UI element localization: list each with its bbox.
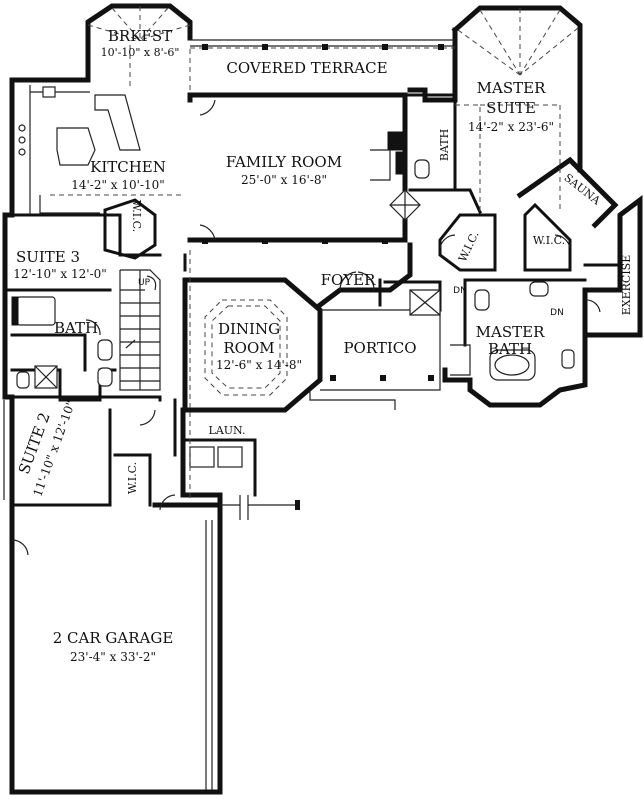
- dining-label-2: ROOM: [223, 339, 274, 357]
- exterior-walls: [2, 3, 643, 795]
- dn-right-label: DN: [550, 308, 564, 318]
- bath-suite-label: BATH: [54, 319, 98, 337]
- garage-dims: 23'-4" x 33'-2": [70, 650, 156, 664]
- doors: [11, 99, 601, 556]
- family-room-label: FAMILY ROOM: [226, 153, 342, 171]
- family-room-dims: 25'-0" x 16'-8": [241, 173, 327, 187]
- brkfst-label: BRKFST: [108, 27, 172, 45]
- dining-label-1: DINING: [218, 320, 280, 338]
- covered-terrace-label: COVERED TERRACE: [226, 59, 387, 77]
- stair: [119, 269, 161, 391]
- wic-master-right-label: W.I.C.: [533, 234, 565, 247]
- laun-label: LAUN.: [209, 424, 246, 437]
- wic-suite2-label: W.I.C.: [126, 462, 139, 494]
- dn-left-label: DN: [453, 286, 467, 296]
- master-suite-dims: 14'-2" x 23'-6": [468, 120, 554, 134]
- posts: [202, 44, 444, 381]
- foyer-label: FOYER: [321, 271, 377, 289]
- kitchen-label: KITCHEN: [90, 158, 166, 176]
- interior-walls: [3, 92, 622, 507]
- master-suite-label-1: MASTER: [477, 79, 546, 97]
- master-bath-label-2: BATH: [488, 340, 532, 358]
- suite3-label: SUITE 3: [16, 248, 80, 266]
- wic-kitchen-label: W.I.C.: [130, 200, 143, 232]
- master-bath-label-1: MASTER: [476, 323, 545, 341]
- ceiling-lines: [50, 6, 579, 500]
- portico-label: PORTICO: [343, 339, 416, 357]
- exercise-label: EXERCISE: [620, 255, 633, 316]
- master-suite-label-2: SUITE: [486, 99, 536, 117]
- room-labels: BRKFST 10'-10" x 8'-6" COVERED TERRACE M…: [13, 27, 633, 664]
- kitchen-fixtures: [18, 85, 141, 215]
- brkfst-dims: 10'-10" x 8'-6": [101, 46, 180, 59]
- kitchen-dims: 14'-2" x 10'-10": [71, 178, 165, 192]
- bath-upper-label: BATH: [438, 129, 451, 161]
- dining-dims: 12'-6" x 14'-8": [216, 358, 302, 372]
- up-label: UP: [138, 278, 151, 288]
- garage-label: 2 CAR GARAGE: [53, 629, 174, 647]
- wic-master-left-label: W.I.C.: [456, 229, 481, 264]
- suite3-dims: 12'-10" x 12'-0": [13, 267, 107, 281]
- garage-details: [3, 400, 300, 790]
